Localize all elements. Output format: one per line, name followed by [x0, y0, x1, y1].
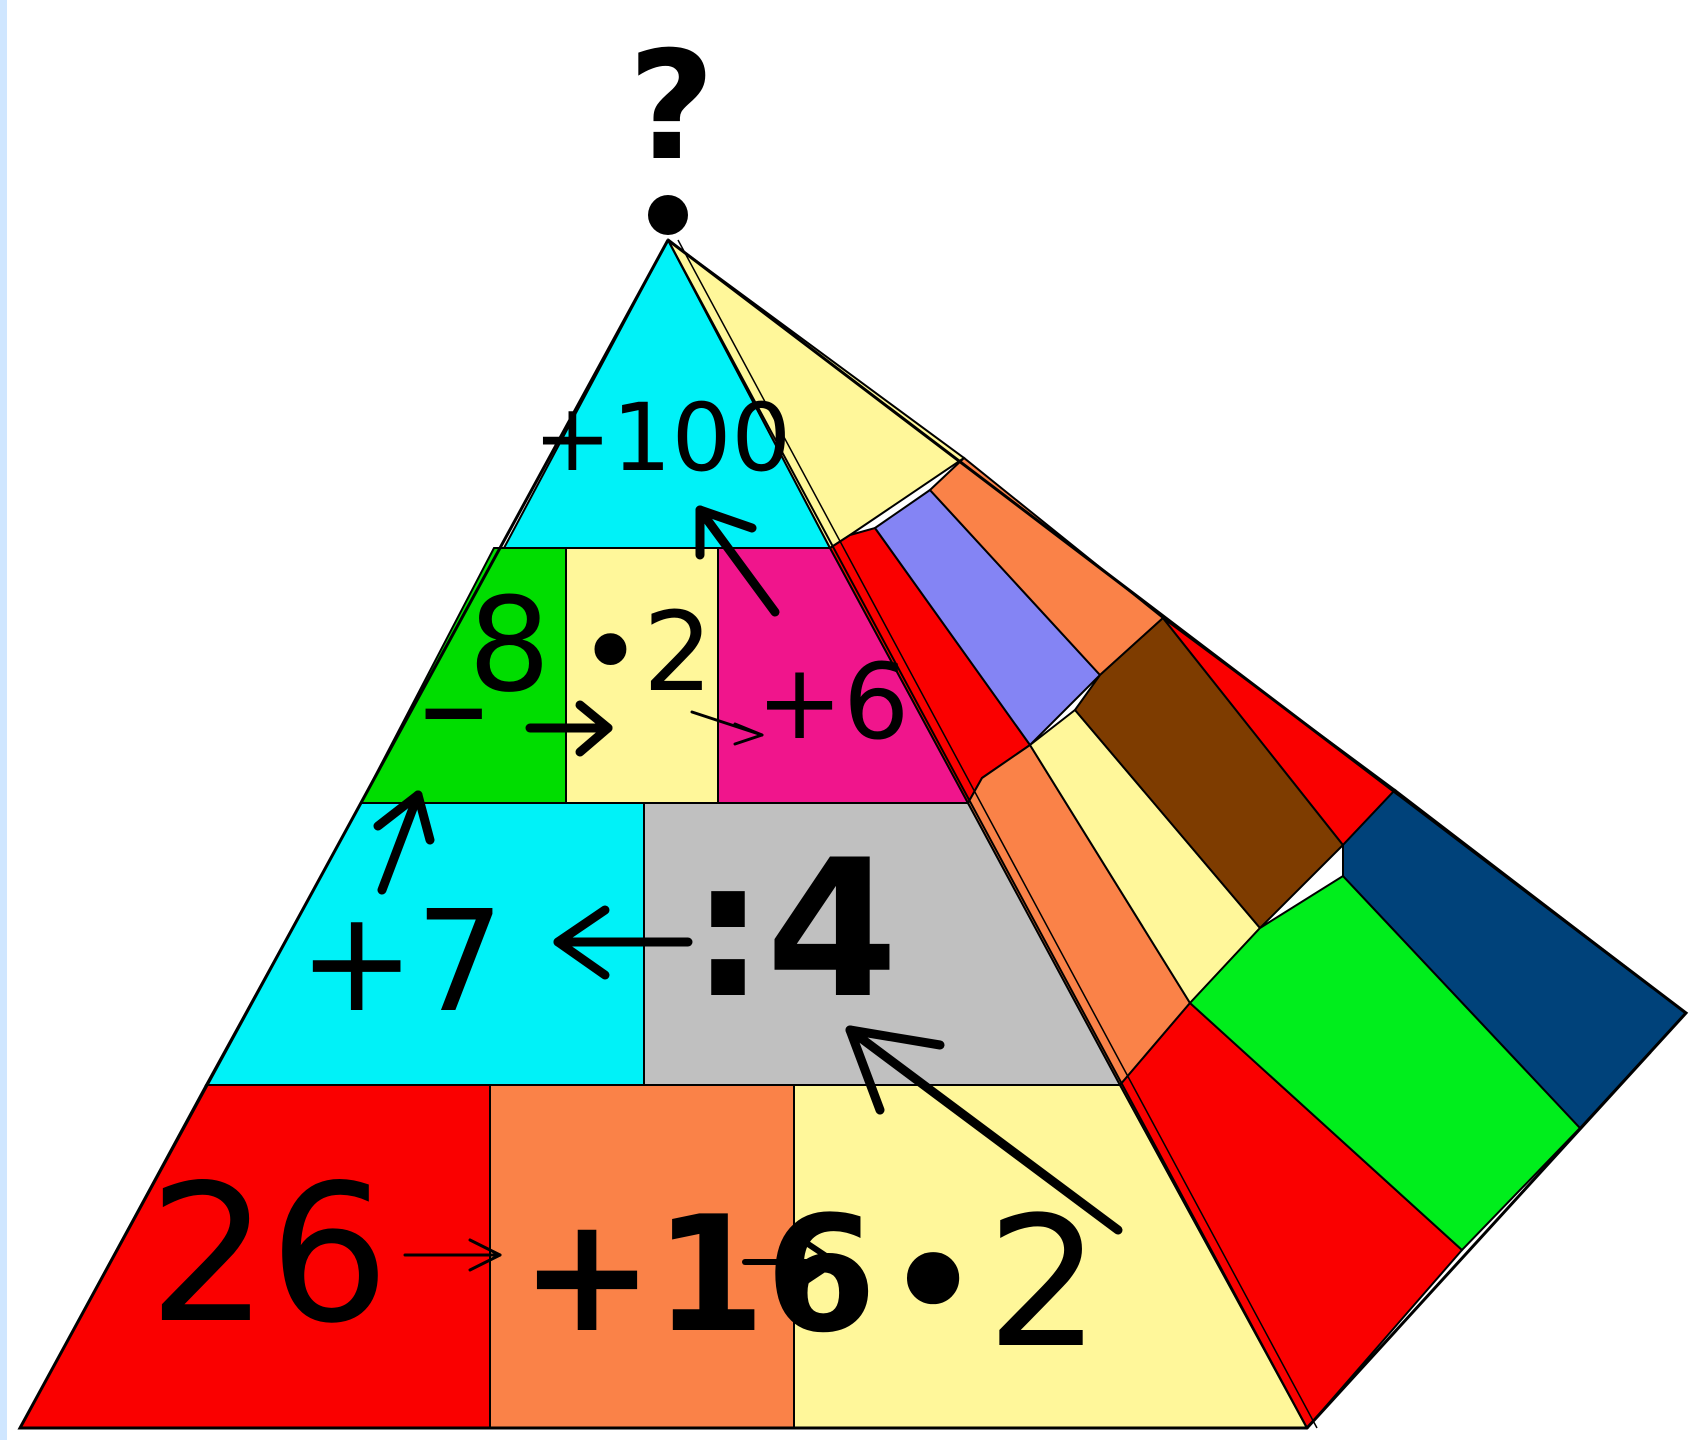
tier2-minus: − — [416, 659, 491, 764]
tier4-start-26: 26 — [148, 1144, 390, 1365]
question-mark: ? — [628, 20, 715, 194]
tier2-mul-2: •2 — [578, 588, 713, 716]
apex-dot — [648, 195, 688, 235]
left-edge-bar — [0, 0, 7, 1440]
tier3-add-7: +7 — [298, 881, 504, 1044]
tier2-add-6: +6 — [756, 641, 909, 763]
tier3-div-4: :4 — [690, 819, 898, 1040]
tier4-mul-2: •2 — [880, 1179, 1101, 1388]
tier4-add-16: +16 — [520, 1181, 877, 1368]
tier1-add-100: +100 — [533, 384, 791, 493]
